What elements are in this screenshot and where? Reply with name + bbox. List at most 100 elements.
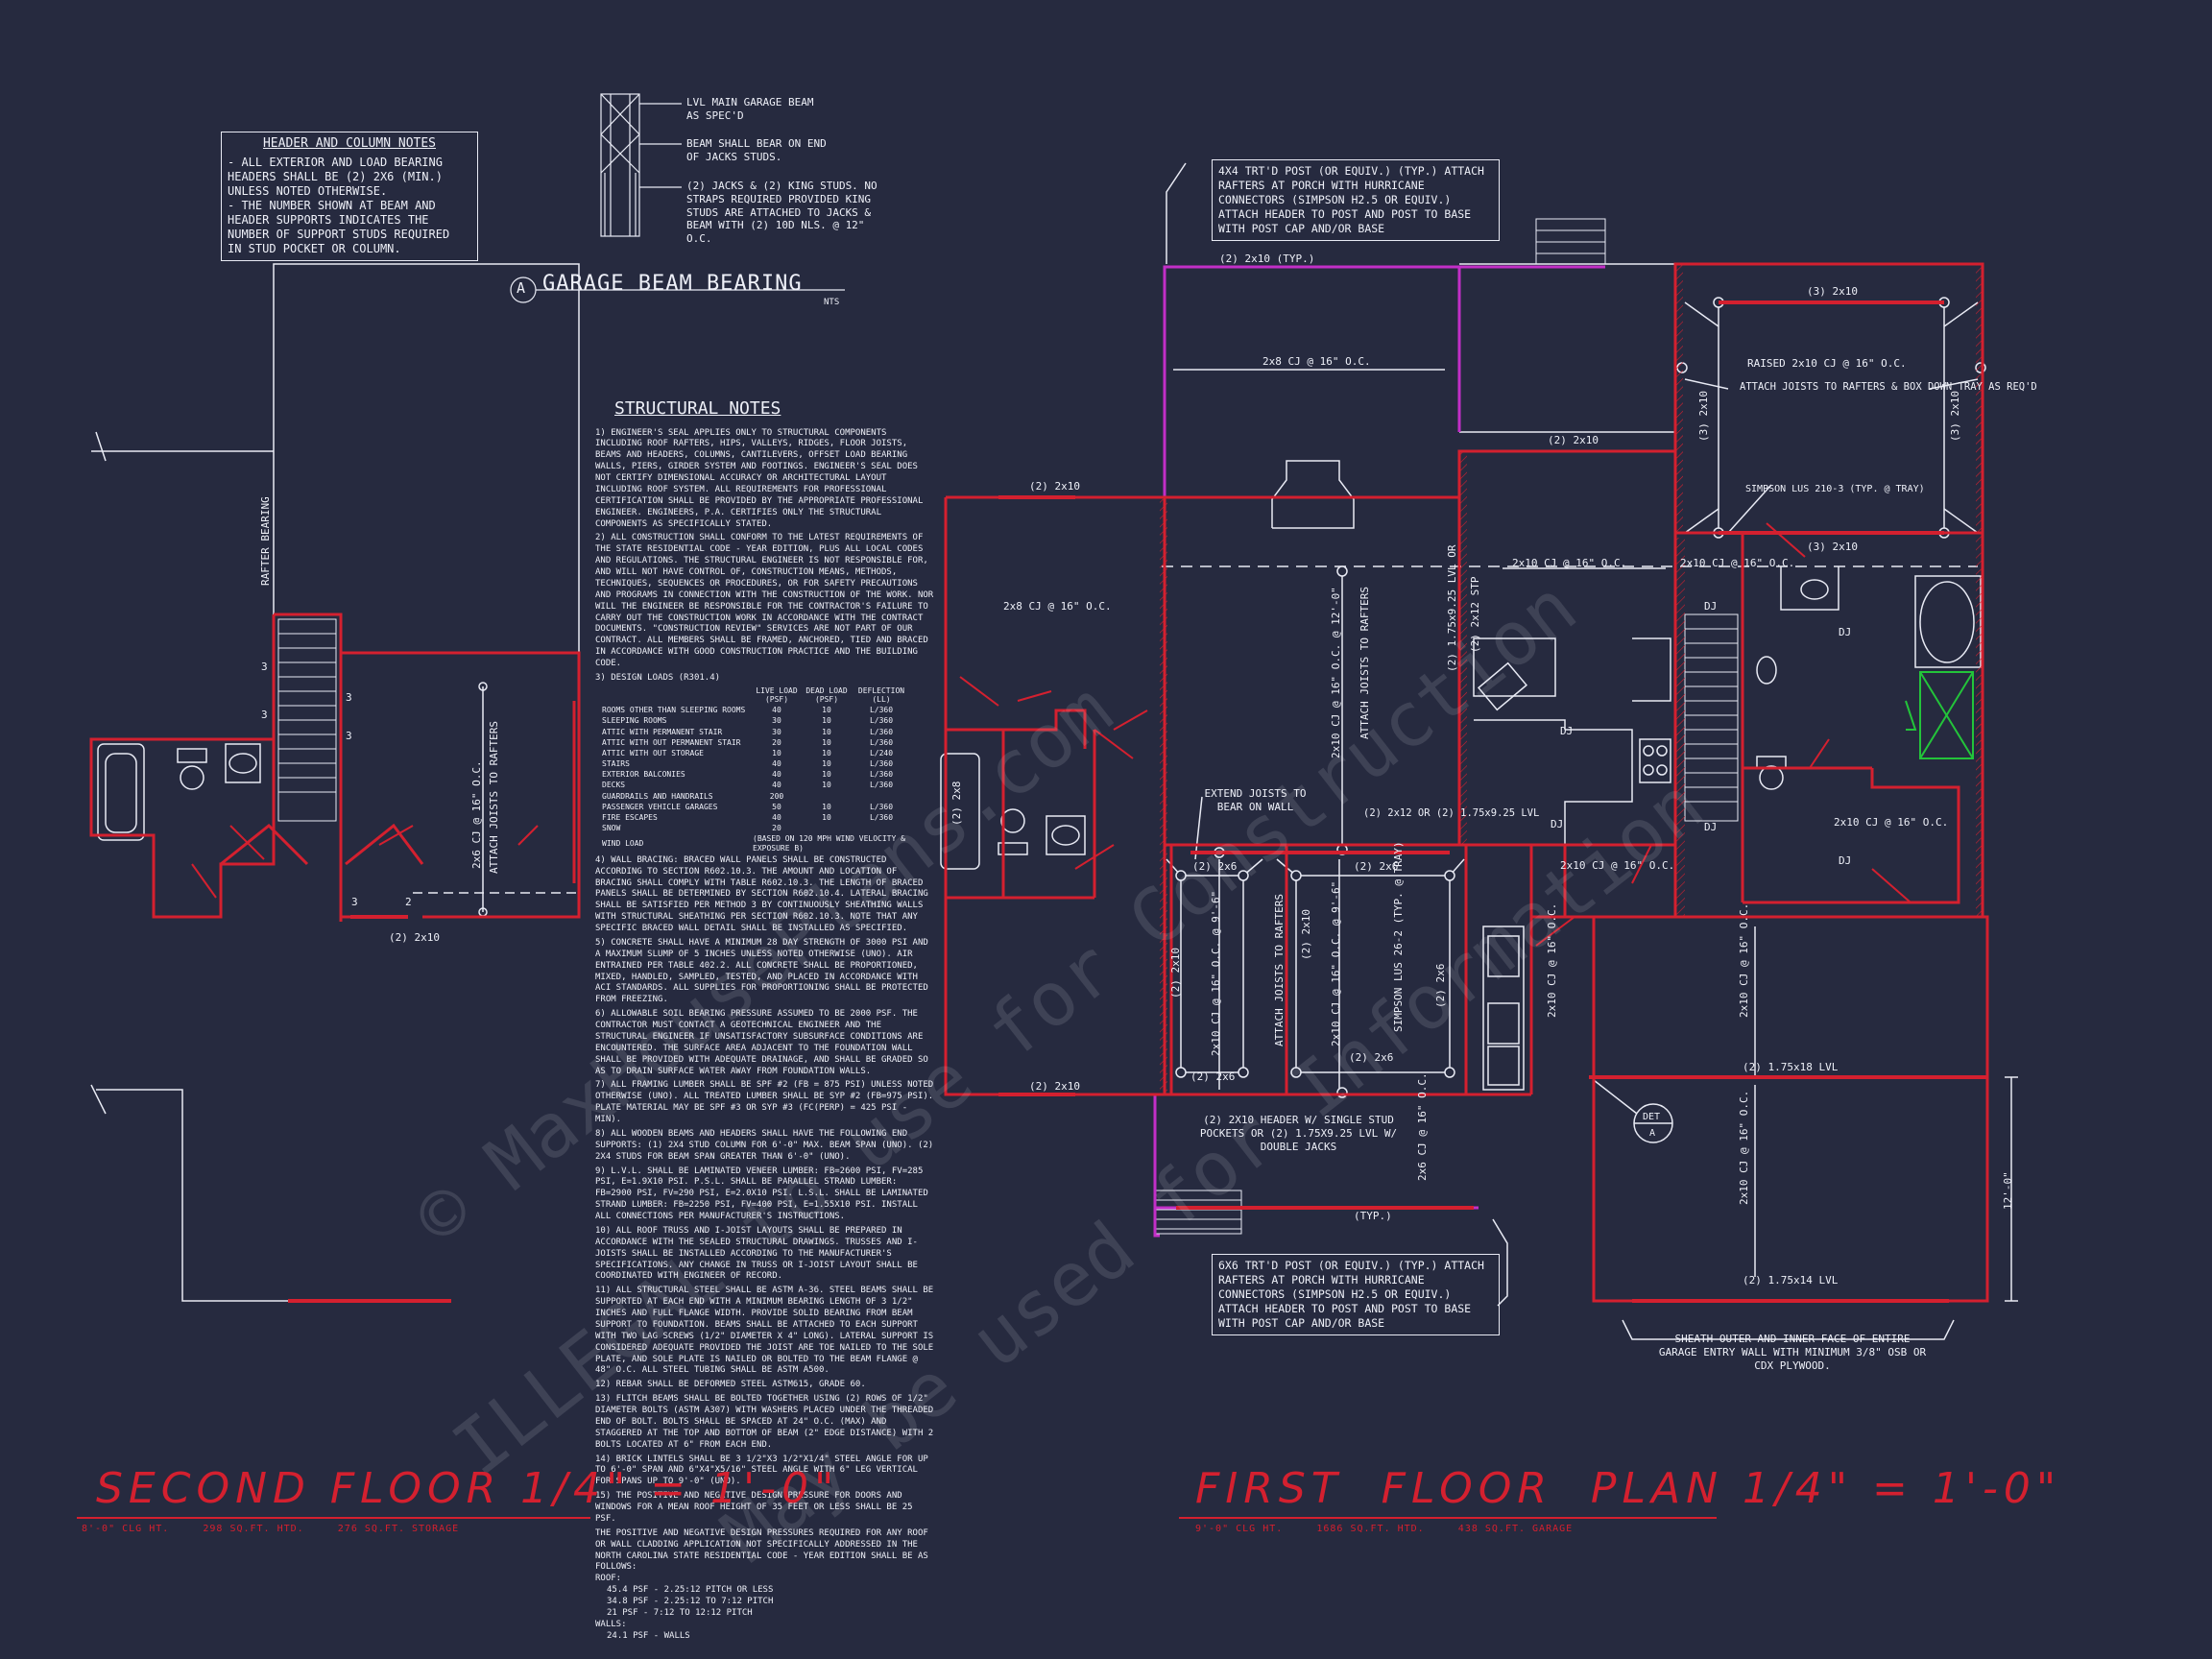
second-floor-joist-label: 2x6 CJ @ 16" O.C. [470,760,483,869]
living-header-2x6: (2) 2x6 [1354,860,1398,873]
bathtub-inner [105,753,137,833]
roof-break-line-1 [95,431,107,462]
living-header-2x10-left: (2) 2x10 [1300,909,1312,960]
rafter-bearing-label: RAFTER BEARING [259,496,272,586]
structural-note-12: 12) REBAR SHALL BE DEFORMED STEEL ASTM61… [595,1380,866,1390]
raised-cj-label: RAISED 2x10 CJ @ 16" O.C. [1747,357,1907,370]
porch-typ-label: (TYP.) [1354,1210,1392,1222]
second-floor-roof-outline-lower [96,1089,451,1302]
dj-label-1: DJ [1560,725,1573,737]
structural-note-10: 10) ALL ROOF TRUSS AND I-JOIST LAYOUTS S… [595,1225,918,1282]
stp-label: (2) 2x12 STP [1469,576,1481,653]
structural-note-roof: ROOF: [595,1574,622,1584]
stud-count-1: 3 [261,661,268,673]
second-floor-title: SECOND FLOOR 1/4" = 1'-0" [96,1464,840,1513]
structural-note-walls-1: 24.1 PSF - WALLS [607,1630,690,1641]
bedroom-header-label: (2) 2x10 [1029,480,1080,493]
detail-marker-letter: A [517,279,526,297]
toilet [180,765,204,790]
dining-header-2x6-bottom: (2) 2x6 [1190,1070,1235,1083]
simpson-lus26-label: SIMPSON LUS 26-2 (TYP. @ TRAY) [1392,841,1405,1032]
kitchen-cj-label: 2x10 CJ @ 16" O.C. [1512,557,1626,569]
beam-callout-1: LVL MAIN GARAGE BEAM AS SPEC'D [686,96,814,122]
master-header-bottom: (3) 2x10 [1807,541,1858,553]
garage-cj-1: 2x10 CJ @ 16" O.C. [1738,903,1750,1018]
dining-header-top-label: (2) 2x10 [1548,434,1599,446]
structural-note-3: 3) DESIGN LOADS (R301.4) [595,672,721,683]
living-attach-label: ATTACH JOISTS TO RAFTERS [1273,894,1286,1046]
linen-closet-mark [1905,671,1974,759]
lvl-label: (2) 1.75x9.25 LVL OR [1446,544,1458,672]
structural-note-roof-1: 45.4 PSF - 2.25:12 PITCH OR LESS [607,1585,774,1596]
master-toilet [1759,765,1784,790]
header-notes-line-7: IN STUD POCKET OR COLUMN. [228,242,401,256]
dining-header-2x6: (2) 2x6 [1192,860,1237,873]
attach-tray-label: ATTACH JOISTS TO RAFTERS & BOX DOWN TRAY… [1740,381,2037,393]
structural-note-roof-2: 34.8 PSF - 2.25:12 TO 7:12 PITCH [607,1597,774,1606]
beam-callout-3: (2) JACKS & (2) KING STUDS. NO STRAPS RE… [686,180,878,245]
beam-callout-2: BEAM SHALL BEAR ON END OF JACKS STUDS. [686,137,827,163]
header-2x12-or-label: (2) 2x12 OR (2) 1.75x9.25 LVL [1363,807,1539,819]
hall-cj-label: 2x10 CJ @ 16" O.C. [1560,859,1674,872]
stud-count-6: 2 [405,896,412,908]
living-header-2x6-bottom: (2) 2x6 [1349,1051,1393,1064]
living-tray-outline [1295,875,1451,1073]
master-tub [1919,581,1975,663]
tray-header-2x6-right: (2) 2x6 [1434,964,1447,1008]
master-header-left: (3) 2x10 [1697,391,1710,442]
structural-note-1: 1) ENGINEER'S SEAL APPLIES ONLY TO STRUC… [595,427,924,529]
stud-count-3: 3 [261,709,268,721]
hall-bath-2x8-label: (2) 2x8 [950,781,963,826]
load-row: WIND LOAD(BASED ON 120 MPH WIND VELOCITY… [602,834,905,853]
garage-beam-scale: NTS [824,298,840,307]
dining-header-2x10-left: (2) 2x10 [1169,948,1182,998]
first-floor-title-rule [1179,1517,1717,1519]
lavatory-sink [228,753,257,774]
living-cj-label: 2x10 CJ @ 16" O.C. @ 9'-6" [1330,881,1342,1046]
header-notes-title: HEADER AND COLUMN NOTES [262,136,436,151]
bedroom-header-bottom-label: (2) 2x10 [1029,1080,1080,1093]
first-floor-stairs [1684,613,1739,822]
master-bath-cj-label: 2x10 CJ @ 16" O.C. [1834,816,1948,829]
garage-cj-2: 2x10 CJ @ 16" O.C. [1738,1091,1750,1205]
washer [1487,935,1520,977]
roof-break-line-3 [90,1084,107,1115]
header-notes-line-3: UNLESS NOTED OTHERWISE. [228,184,388,199]
first-floor-subtitle: 9'-0" CLG HT. 1686 SQ.FT. HTD. 438 SQ.FT… [1195,1524,1574,1534]
stud-count-2: 3 [346,691,352,704]
kitchen-sink [1477,661,1528,711]
porch-post-callout-top: 4x4 TRT'D POST (OR EQUIV.) (TYP.) ATTACH… [1212,159,1500,241]
det-a-text-1: DET [1643,1112,1660,1122]
porch-post-callout-bottom: 6x6 TRT'D POST (OR EQUIV.) (TYP.) ATTACH… [1212,1254,1500,1335]
dj-label-3: DJ [1704,600,1717,613]
header-notes-line-4: - THE NUMBER SHOWN AT BEAM AND [228,199,436,213]
dining-tray-outline [1180,875,1244,1073]
design-load-table: LIVE LOAD (PSF) DEAD LOAD (PSF) DEFLECTI… [601,685,911,854]
dryer [1487,1002,1520,1045]
structural-note-9: 9) L.V.L. SHALL BE LAMINATED VENEER LUMB… [595,1166,928,1222]
stud-count-5: 3 [351,896,358,908]
det-a-text-2: A [1649,1128,1655,1139]
door-swings [959,522,1911,947]
structural-note-4: 4) WALL BRACING: BRACED WALL PANELS SHAL… [595,854,928,933]
second-floor-subtitle: 8'-0" CLG HT. 298 SQ.FT. HTD. 276 SQ.FT.… [82,1524,460,1534]
garage-lvl-18: (2) 1.75x18 LVL [1743,1061,1839,1073]
vanity [225,743,261,783]
hall-toilet [1000,808,1025,833]
structural-notes-title: STRUCTURAL NOTES [614,398,781,419]
structural-note-8: 8) ALL WOODEN BEAMS AND HEADERS SHALL HA… [595,1128,934,1162]
structural-note-15: 15) THE POSITIVE AND NEGATIVE DESIGN PRE… [595,1491,913,1524]
second-floor-title-rule [77,1517,590,1519]
joist-end-marker-top [478,682,488,691]
first-floor-labels: (2) 2x10 (TYP.) 2x8 CJ @ 16" O.C. 2x8 CJ… [950,252,2037,1286]
top-header-label: (2) 2x10 (TYP.) [1219,252,1314,265]
